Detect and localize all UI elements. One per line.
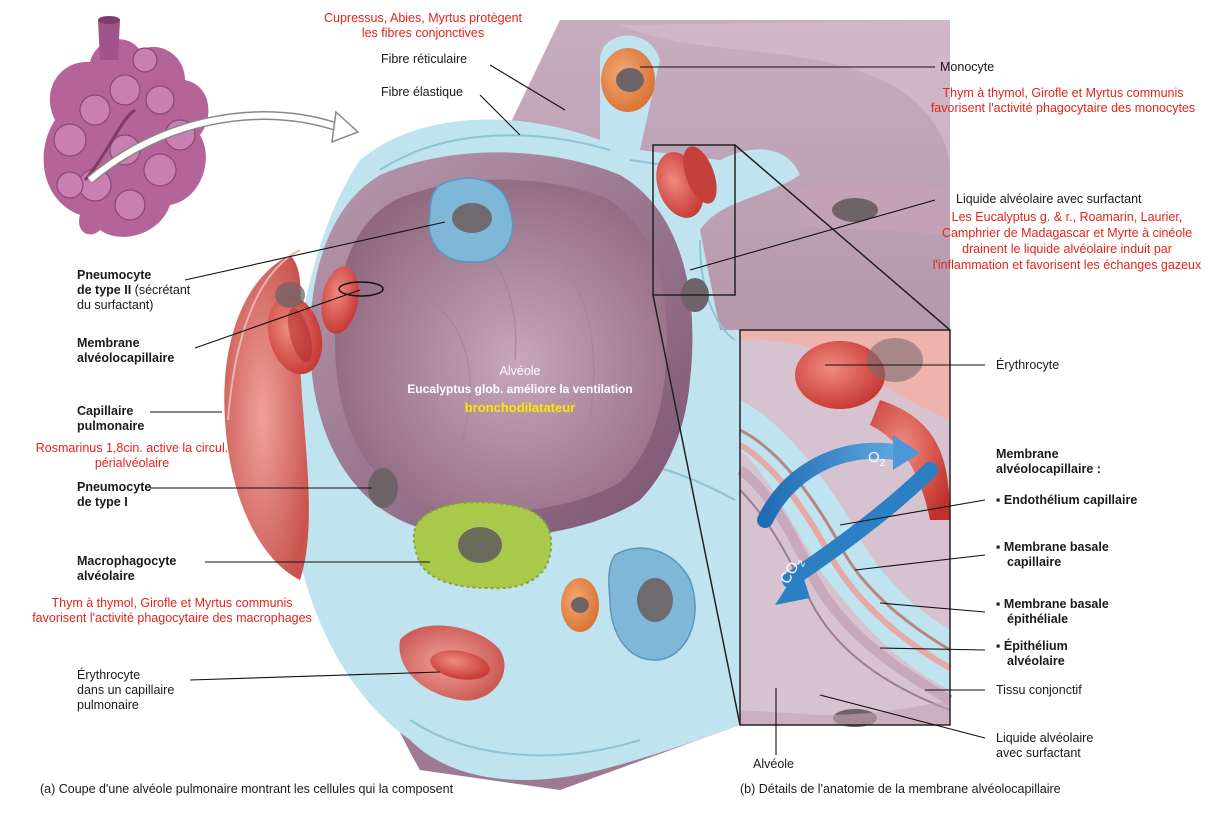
label-erythrocyte-right: Érythrocyte bbox=[996, 358, 1060, 372]
note-cupressus: Cupressus, Abies, Myrtus protègent les f… bbox=[323, 11, 522, 40]
note-thym-macrophages: Thym à thymol, Girofle et Myrtus communi… bbox=[32, 596, 312, 625]
leader-lines bbox=[150, 64, 986, 755]
label-alveole-bottom: Alvéole bbox=[753, 757, 794, 771]
label-erythrocyte-capillaire: Érythrocyte dans un capillaire pulmonair… bbox=[77, 668, 175, 712]
label-membrane-basale-epitheliale: Membrane basale épithéliale bbox=[996, 597, 1109, 627]
label-fibre-elastique: Fibre élastique bbox=[381, 85, 463, 99]
note-eucalyptus-ventilation: Eucalyptus glob. améliore la ventilation bbox=[407, 382, 633, 396]
label-macrophagocyte: Macrophagocyte alvéolaire bbox=[77, 554, 177, 583]
label-fibre-reticulaire: Fibre réticulaire bbox=[381, 52, 468, 66]
label-tissu-conjonctif: Tissu conjonctif bbox=[996, 683, 1082, 697]
note-bronchodilatateur: bronchodilatateur bbox=[464, 400, 576, 415]
note-thym-monocytes: Thym à thymol, Girofle et Myrtus communi… bbox=[930, 86, 1196, 115]
label-membrane-basale-capillaire: Membrane basale capillaire bbox=[996, 540, 1109, 570]
label-endothelium: Endothélium capillaire bbox=[996, 493, 1137, 508]
label-epithelium-alveolaire: Épithélium alvéolaire bbox=[996, 639, 1068, 669]
label-liquide-right: Liquide alvéolaire avec surfactant bbox=[996, 731, 1094, 760]
svg-text:O2: O2 bbox=[868, 449, 886, 469]
label-pneumocyte-type-1: Pneumocyte de type I bbox=[77, 480, 152, 509]
label-alveole-center: Alvéole bbox=[499, 364, 541, 378]
note-eucalyptus: Les Eucalyptus g. & r., Roamarin, Laurie… bbox=[932, 210, 1202, 272]
note-rosmarinus: Rosmarinus 1,8cin. active la circul. pér… bbox=[35, 441, 229, 470]
membrane-detail: O2 CO2 bbox=[737, 329, 953, 727]
label-monocyte: Monocyte bbox=[940, 60, 995, 74]
label-pneumocyte-type-2: Pneumocyte de type II (sécrétant du surf… bbox=[77, 268, 191, 312]
lung-lobule bbox=[43, 16, 209, 237]
label-capillaire-pulmonaire: Capillaire pulmonaire bbox=[77, 404, 145, 433]
label-liquide-alveolaire: Liquide alvéolaire avec surfactant bbox=[956, 192, 1142, 206]
caption-a: (a) Coupe d'une alvéole pulmonaire montr… bbox=[40, 782, 454, 796]
label-membrane-header: Membrane alvéolocapillaire : bbox=[996, 447, 1101, 476]
label-membrane-alveolocapillaire: Membrane alvéolocapillaire bbox=[77, 336, 175, 365]
macrophage bbox=[412, 501, 553, 590]
caption-b: (b) Détails de l'anatomie de la membrane… bbox=[740, 782, 1061, 796]
